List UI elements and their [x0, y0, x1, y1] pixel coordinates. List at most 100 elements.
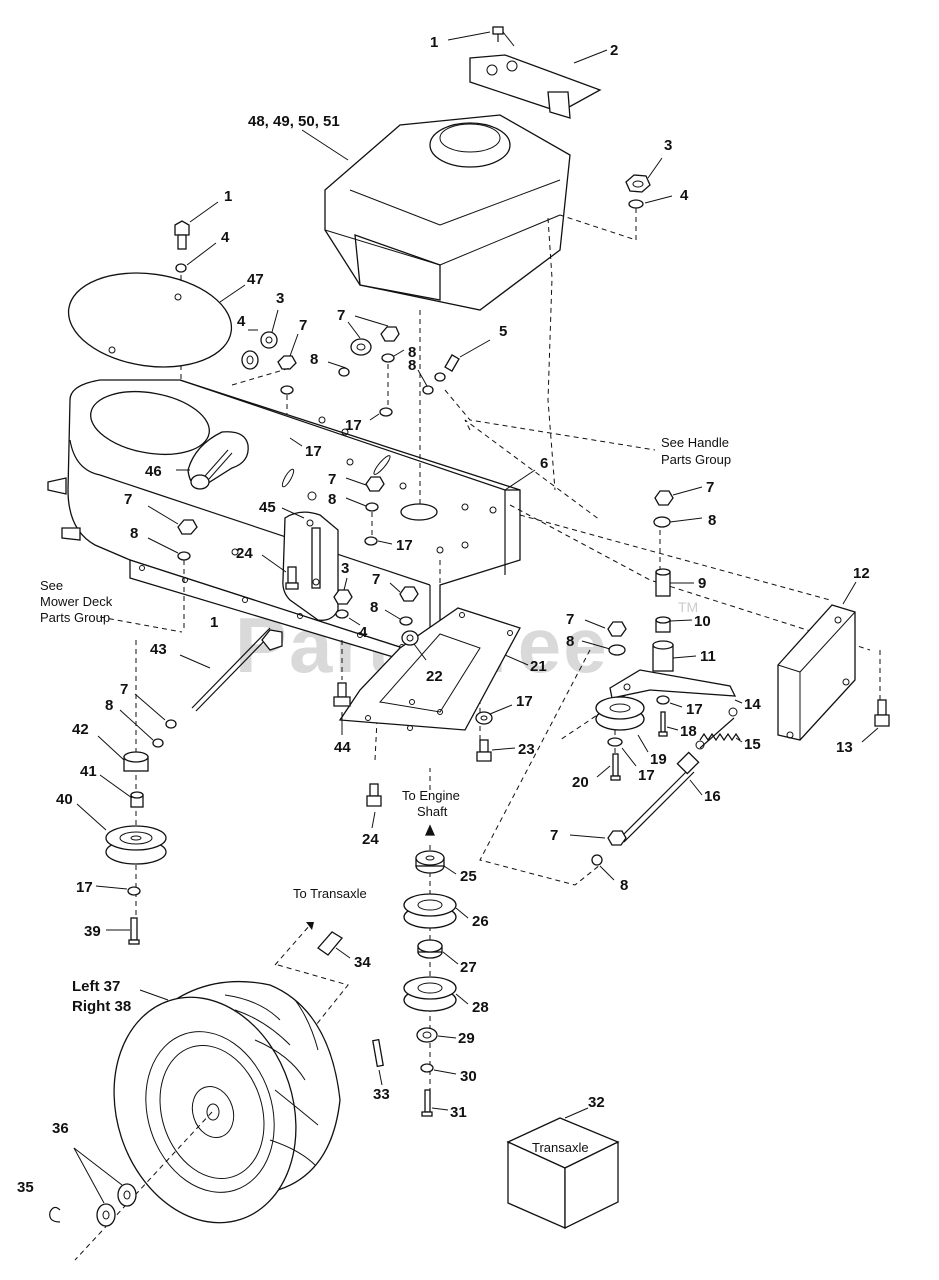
note-engine-line2: Shaft [417, 804, 448, 819]
callout-13: 13 [836, 739, 853, 756]
callout-16: 16 [704, 788, 721, 805]
pulley-part-28 [403, 976, 457, 1012]
callout-33: 33 [373, 1086, 390, 1103]
note-engine-line1: To Engine [402, 788, 460, 803]
bracket-part-2 [469, 54, 602, 119]
callout-7-f: 7 [120, 681, 128, 698]
plate-part-21 [338, 607, 529, 731]
washer-part-36-a [117, 1183, 137, 1207]
callout-12: 12 [853, 565, 870, 582]
callout-15: 15 [744, 736, 761, 753]
callout-17-g: 17 [638, 767, 655, 784]
bolt-part-23 [476, 739, 492, 762]
bolt-part-39 [128, 917, 140, 945]
callout-17-f: 17 [686, 701, 703, 718]
notes: See Handle Parts Group See Mower Deck Pa… [40, 435, 731, 1155]
callout-8-c: 8 [408, 357, 416, 374]
note-mower-line3: Parts Group [40, 610, 110, 625]
spring-part-15 [695, 707, 741, 750]
callout-8-g: 8 [105, 697, 113, 714]
callout-2: 2 [610, 42, 618, 59]
washer-part-8-j [608, 644, 626, 656]
note-mower-line1: See [40, 578, 63, 593]
pulley-part-26 [403, 893, 457, 929]
bolt-part-44 [333, 682, 351, 707]
spacer-part-29 [416, 1027, 438, 1043]
callout-34: 34 [354, 954, 371, 971]
nut-part-7-d [365, 476, 385, 492]
sleeve-part-9 [655, 568, 671, 597]
watermark-tm: TM [678, 599, 698, 615]
rod-part-43 [179, 627, 275, 712]
nut-part-7-c [380, 326, 400, 342]
callout-24-b: 24 [362, 831, 379, 848]
nut-part-3-mid [260, 309, 279, 349]
washer-part-17-g [607, 737, 623, 747]
washer-part-36-b [96, 1203, 116, 1227]
note-handle-line1: See Handle [661, 435, 729, 450]
callout-7-h: 7 [566, 611, 574, 628]
washer-part-30 [420, 1063, 434, 1073]
callout-4-top: 4 [680, 187, 689, 204]
bolt-part-31 [421, 1089, 433, 1117]
bolt-part-13 [874, 699, 890, 727]
callout-17-e: 17 [516, 693, 533, 710]
callout-labels: 1 2 3 4 48, 49, 50, 51 1 4 47 3 4 7 7 8 … [17, 34, 870, 1196]
nut-part-7-j [607, 830, 627, 846]
note-handle-line2: Parts Group [661, 452, 731, 467]
arm-part-14 [609, 669, 737, 699]
spacer-part-27 [417, 939, 443, 959]
callout-26: 26 [472, 913, 489, 930]
nut-part-7-b [350, 338, 372, 356]
engine-part-48-51 [301, 114, 571, 311]
rod-part-16 [619, 751, 700, 843]
callout-8-a: 8 [310, 351, 318, 368]
key-part-33 [372, 1038, 384, 1068]
lever-part-46 [187, 431, 249, 490]
callout-22: 22 [426, 668, 443, 685]
callout-7-a: 7 [299, 317, 307, 334]
callout-17-a: 17 [345, 417, 362, 434]
callout-3-mid: 3 [276, 290, 284, 307]
callout-4-mid: 4 [237, 313, 246, 330]
callout-31: 31 [450, 1104, 467, 1121]
callout-1-left: 1 [224, 188, 232, 205]
callout-19: 19 [650, 751, 667, 768]
callout-41: 41 [80, 763, 97, 780]
callout-3-top: 3 [664, 137, 672, 154]
callout-24-a: 24 [236, 545, 253, 562]
callout-7-g: 7 [706, 479, 714, 496]
clip-part-35 [49, 1206, 61, 1223]
callout-46: 46 [145, 463, 162, 480]
callout-7-i: 7 [550, 827, 558, 844]
washer-part-4-e [434, 372, 446, 382]
callout-29: 29 [458, 1030, 475, 1047]
washer-part-17-c [364, 536, 378, 546]
washer-part-8-d [422, 385, 434, 395]
washer-part-8-k [591, 854, 603, 866]
nut-part-7-f [399, 586, 419, 602]
wheel-part-37-38 [113, 980, 341, 1224]
callout-18: 18 [680, 723, 697, 740]
callout-8-i: 8 [566, 633, 574, 650]
washer-part-8-h [152, 738, 164, 748]
washer-part-8-a [280, 385, 294, 395]
stud-part-5 [444, 339, 491, 372]
callout-35: 35 [17, 1179, 34, 1196]
nut-part-3-top [625, 157, 663, 193]
washer-part-8-i [653, 516, 671, 528]
callout-1-top: 1 [430, 34, 438, 51]
callout-27: 27 [460, 959, 477, 976]
callout-10: 10 [694, 613, 711, 630]
callout-8-j: 8 [620, 877, 628, 894]
nut-part-3-c [333, 589, 353, 605]
transaxle-part-32 [506, 1107, 620, 1230]
washer-part-22 [401, 630, 419, 646]
bushing-part-41 [130, 791, 144, 808]
bolt-part-20 [610, 753, 621, 781]
washer-part-4-top [628, 195, 673, 209]
callout-25: 25 [460, 868, 477, 885]
washer-part-8-e [365, 502, 379, 512]
callout-7-d: 7 [124, 491, 132, 508]
bolt-part-1-left [174, 201, 219, 250]
